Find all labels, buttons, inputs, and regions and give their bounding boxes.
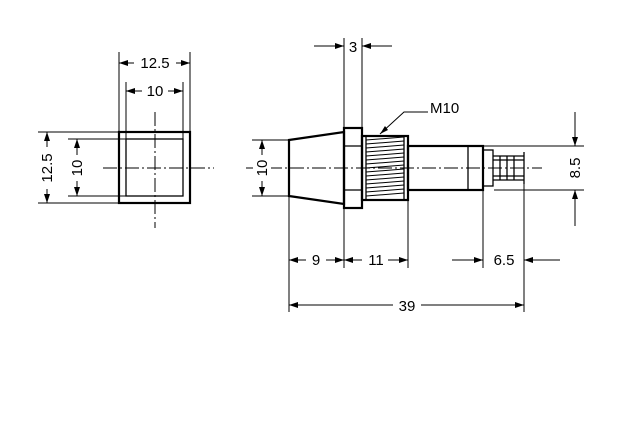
- dim-lens-height: 10: [252, 139, 289, 197]
- thread-line: [365, 184, 405, 189]
- dim-front-outer-width-text: 12.5: [140, 55, 169, 72]
- thread-line: [365, 152, 405, 157]
- dim-terminal-length: 6.5: [452, 252, 560, 269]
- thread-line: [365, 180, 405, 185]
- dim-front-outer-width: 12.5: [118, 52, 191, 132]
- dim-lens-length: 9: [289, 250, 344, 269]
- dim-front-inner-width: 10: [125, 82, 184, 139]
- thread-line: [365, 144, 405, 149]
- dim-front-inner-width-text: 10: [147, 83, 164, 100]
- dim-thread-length-text: 11: [368, 252, 384, 269]
- thread-line: [365, 172, 405, 177]
- dim-overall-length-text: 39: [399, 298, 416, 315]
- dim-nut-thickness-text: 3: [349, 39, 357, 56]
- dim-lens-length-text: 9: [312, 252, 320, 269]
- front-view: 12.5 10 12.5: [38, 52, 214, 228]
- thread-line: [365, 168, 405, 173]
- thread-line: [365, 140, 405, 145]
- thread-label: M10: [430, 100, 459, 117]
- dim-terminal-length-text: 6.5: [494, 252, 515, 269]
- thread-line: [365, 136, 405, 141]
- thread-callout: M10: [379, 100, 459, 135]
- thread-line: [365, 156, 405, 161]
- thread-line: [365, 164, 405, 169]
- terminals: [482, 149, 525, 187]
- side-view: 3 M10 10 8.5: [246, 38, 585, 315]
- dim-front-outer-height: 12.5: [38, 131, 119, 204]
- dim-front-outer-height-text: 12.5: [39, 153, 56, 182]
- thread-line: [365, 192, 405, 197]
- dim-nut-thickness: 3: [314, 38, 392, 128]
- dim-terminal-height-text: 8.5: [567, 158, 584, 179]
- dim-front-inner-height: 10: [68, 138, 126, 197]
- thread-line: [365, 188, 405, 193]
- dim-terminal-height: 8.5: [483, 112, 585, 226]
- thread-line: [365, 148, 405, 153]
- thread-line: [365, 176, 405, 181]
- thread-line: [365, 160, 405, 165]
- dim-lens-height-text: 10: [254, 160, 271, 177]
- dim-overall-length: 39: [289, 295, 524, 315]
- dim-front-inner-height-text: 10: [69, 160, 86, 177]
- dim-thread-length: 11: [344, 250, 408, 269]
